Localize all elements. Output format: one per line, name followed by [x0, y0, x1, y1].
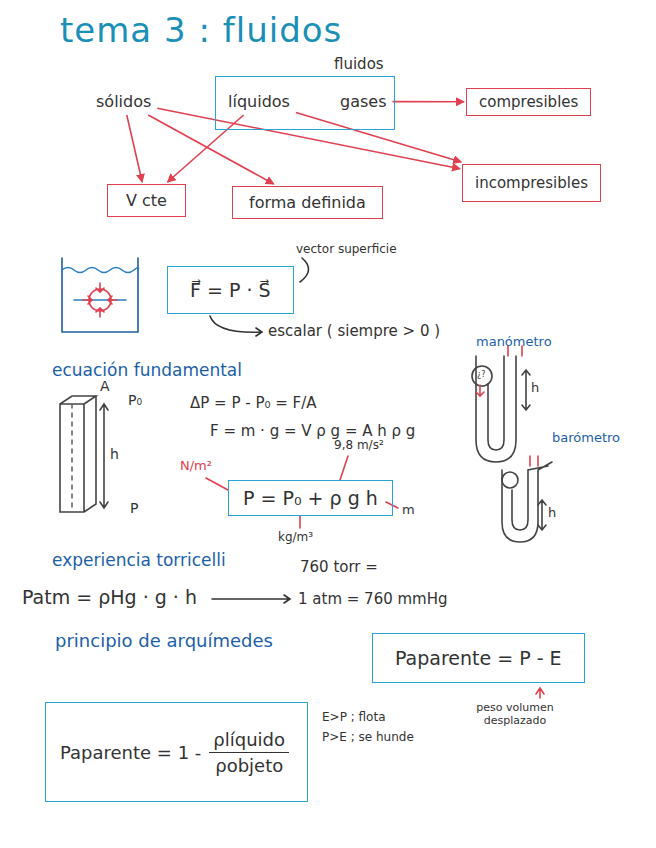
- fluid-column: [60, 396, 96, 512]
- manometer-h: [522, 370, 530, 410]
- node-text: incompresibles: [475, 174, 588, 192]
- dimension: h: [531, 380, 539, 395]
- concept-arrow: [296, 113, 461, 162]
- concept-arrow: [392, 101, 464, 103]
- formula: 760 torr =: [300, 558, 378, 576]
- concept-box: Paparente = 1 - ρlíquidoρobjeto: [45, 702, 308, 802]
- title: tema 3 : fluidos: [60, 10, 342, 50]
- node-text: compresibles: [479, 93, 578, 111]
- node-text: P = P₀ + ρ g h: [243, 487, 378, 509]
- node-text: V cte: [126, 191, 167, 210]
- formula: F = m · g = V ρ g = A h ρ g: [210, 422, 415, 440]
- concept-arrow: [167, 115, 243, 182]
- concept-box: F⃗ = P · S⃗: [167, 266, 294, 314]
- figure-label: manómetro: [476, 334, 552, 349]
- leader: [300, 258, 309, 282]
- fraction: ρlíquidoρobjeto: [209, 727, 289, 778]
- barometer: [502, 462, 552, 542]
- note: P>E ; se hunde: [322, 730, 414, 744]
- barometer-h: [538, 500, 546, 530]
- formula: ΔP = P - P₀ = F/A: [190, 394, 317, 412]
- fraction-part: ρobjeto: [211, 753, 287, 778]
- node-text: líquidos: [228, 92, 290, 111]
- concept-box: incompresibles: [462, 164, 601, 202]
- arrow: [212, 595, 290, 603]
- leader: [210, 316, 262, 336]
- node-text: F⃗ = P · S⃗: [190, 279, 271, 301]
- arrow: [536, 688, 544, 698]
- concept-box: P = P₀ + ρ g h: [228, 480, 393, 516]
- dimension: A: [100, 378, 110, 394]
- water-surface: [62, 268, 139, 273]
- concept-arrow: [127, 115, 142, 182]
- concept-box: gases: [336, 90, 390, 113]
- concept-box: Paparente = P - E: [372, 633, 585, 683]
- leader: [299, 516, 301, 528]
- fraction-part: ρlíquido: [209, 727, 289, 753]
- formula: Patm = ρHg · g · h: [22, 586, 197, 608]
- concept-arrow: [148, 115, 274, 184]
- unit: 9,8 m/s²: [334, 438, 384, 452]
- concept-box: forma definida: [232, 186, 383, 219]
- concept-box: sólidos: [92, 90, 155, 113]
- barometer-bulb: [502, 472, 518, 488]
- section-heading: ecuación fundamental: [52, 360, 242, 380]
- annotation: escalar ( siempre > 0 ): [268, 322, 440, 340]
- dimension: h: [110, 446, 119, 462]
- node-text: gases: [340, 92, 386, 111]
- dimension: P: [130, 500, 138, 516]
- height-arrow: [100, 404, 108, 508]
- concept-box: V cte: [107, 184, 186, 217]
- container: [62, 258, 138, 332]
- concept-box: fluidoslíquidosgases: [215, 76, 395, 130]
- unit: m: [402, 502, 415, 517]
- symbol: ¿?: [477, 370, 486, 379]
- dimension: P₀: [128, 392, 142, 408]
- section-heading: experiencia torricelli: [52, 550, 226, 570]
- leader: [340, 456, 348, 480]
- concept-box: líquidos: [224, 90, 294, 113]
- unit: kg/m³: [278, 530, 313, 544]
- node-text: forma definida: [249, 193, 366, 212]
- note: E>P ; flota: [322, 710, 386, 724]
- formula: 1 atm = 760 mmHg: [298, 590, 448, 608]
- concept-box: compresibles: [466, 88, 591, 116]
- node-text: sólidos: [96, 92, 151, 111]
- annotation: vector superficie: [296, 242, 397, 256]
- manometer-arrows: [476, 346, 522, 396]
- column-dash: [71, 404, 73, 508]
- manometer-bulb: [472, 366, 492, 386]
- leader: [206, 478, 228, 490]
- water-line: [74, 299, 126, 301]
- dimension: h: [548, 505, 556, 520]
- concept-arrow: [157, 108, 460, 168]
- formula: Paparente = 1 -: [60, 742, 201, 763]
- pressure-arrows: [83, 283, 117, 317]
- node-text: Paparente = P - E: [395, 647, 562, 669]
- figure-label: barómetro: [552, 430, 620, 445]
- manometer: [476, 356, 516, 462]
- note: peso volumen desplazado: [470, 702, 560, 727]
- unit: N/m²: [180, 458, 212, 473]
- barometer-arrows: [530, 456, 538, 466]
- group-heading: fluidos: [334, 55, 384, 73]
- section-heading: principio de arquímedes: [55, 630, 273, 651]
